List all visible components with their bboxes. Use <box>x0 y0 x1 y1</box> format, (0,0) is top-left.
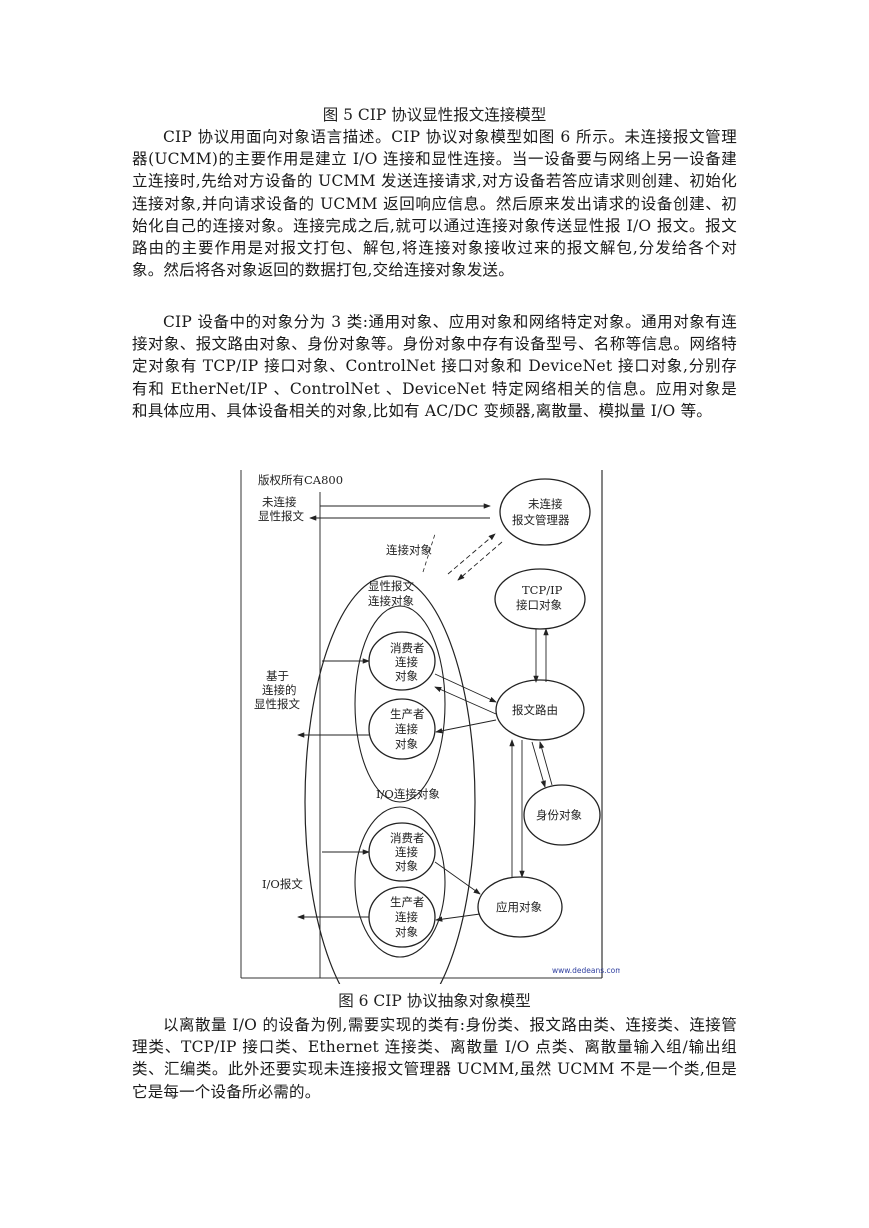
ucmm-label-1: 未连接 <box>528 497 563 511</box>
identity-object-ellipse <box>523 784 601 846</box>
conn-based-explicit-label-1: 基于 <box>266 669 289 683</box>
identity-label: 身份对象 <box>536 808 582 822</box>
producer1-label-2: 连接 <box>395 722 418 736</box>
tcpip-label-2: 接口对象 <box>516 598 562 612</box>
producer1-label-3: 对象 <box>395 737 418 751</box>
explicit-conn-label-2: 连接对象 <box>368 594 414 608</box>
arrow-router-consumer1 <box>434 686 497 715</box>
arrow-consumer2-app <box>434 861 481 895</box>
paragraph-discrete-io-example: 以离散量 I/O 的设备为例,需要实现的类有:身份类、报文路由类、连接类、连接管… <box>132 1016 737 1101</box>
consumer2-label-1: 消费者 <box>390 831 425 845</box>
consumer1-label-2: 连接 <box>395 655 418 669</box>
figure-6-caption: 图 6 CIP 协议抽象对象模型 <box>338 992 531 1010</box>
io-msg-label: I/O报文 <box>262 877 303 891</box>
producer1-label-1: 生产者 <box>390 707 425 721</box>
producer2-label-2: 连接 <box>395 910 418 924</box>
ucmm-label-2: 报文管理器 <box>512 513 570 527</box>
app-obj-label: 应用对象 <box>496 900 542 914</box>
conn-based-explicit-label-2: 连接的 <box>262 683 297 697</box>
io-conn-objects-label: I/O连接对象 <box>376 787 440 801</box>
connection-objects-outer-ellipse <box>304 575 476 984</box>
watermark-text: www.dedeans.com <box>552 966 620 975</box>
paragraph-object-model: CIP 协议用面向对象语言描述。CIP 协议对象模型如图 6 所示。未连接报文管… <box>132 128 737 280</box>
dashed-to-ucmm-1 <box>447 533 496 575</box>
arrow-identity-router <box>539 741 553 786</box>
figure-6-diagram: 版权所有CA800 未连接 显性报文 未连接 报文管理器 连接对象 显性报文 连… <box>240 462 620 984</box>
producer-conn-ellipse-1 <box>368 698 436 760</box>
dashed-from-ucmm-2 <box>457 541 503 581</box>
arrow-router-producer1 <box>435 719 497 734</box>
tcpip-label-1: TCP/IP <box>522 583 563 597</box>
unconnected-msg-label-1: 未连接 <box>262 495 297 509</box>
consumer2-label-3: 对象 <box>395 859 418 873</box>
consumer1-label-1: 消费者 <box>390 641 425 655</box>
producer2-label-3: 对象 <box>395 925 418 939</box>
ucmm-ellipse <box>499 478 591 546</box>
tcpip-interface-ellipse <box>494 568 586 630</box>
msg-router-label: 报文路由 <box>512 703 558 717</box>
consumer2-label-2: 连接 <box>395 845 418 859</box>
arrow-router-identity <box>531 741 546 788</box>
conn-based-explicit-label-3: 显性报文 <box>254 697 300 711</box>
paragraph-object-classes: CIP 设备中的对象分为 3 类:通用对象、应用对象和网络特定对象。通用对象有连… <box>132 313 737 420</box>
copyright-label: 版权所有CA800 <box>258 473 343 487</box>
unconnected-msg-label-2: 显性报文 <box>258 509 304 523</box>
arrow-consumer1-router <box>434 673 497 703</box>
message-router-ellipse <box>495 679 585 741</box>
explicit-conn-label-1: 显性报文 <box>368 579 414 593</box>
arrow-app-producer2 <box>435 913 481 922</box>
connection-objects-label: 连接对象 <box>386 543 432 557</box>
consumer1-label-3: 对象 <box>395 669 418 683</box>
producer2-label-1: 生产者 <box>390 895 425 909</box>
explicit-conn-ellipse <box>354 605 446 803</box>
io-conn-ellipse <box>354 806 446 958</box>
figure-5-caption: 图 5 CIP 协议显性报文连接模型 <box>322 106 547 124</box>
